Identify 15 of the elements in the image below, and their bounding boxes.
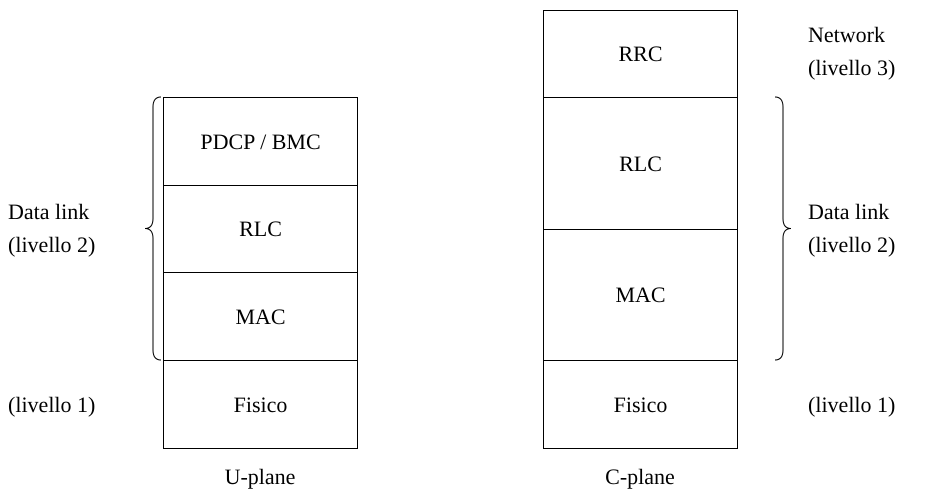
layer-label: (livello 1) xyxy=(808,391,896,419)
layer-label: (livello 1) xyxy=(8,391,96,419)
plane-caption: U-plane xyxy=(224,463,296,491)
layer-label: Data link (livello 2) xyxy=(8,198,96,259)
layer-box: RRC xyxy=(543,10,738,98)
layer-box: PDCP / BMC xyxy=(163,97,358,186)
layer-box: Fisico xyxy=(163,360,358,449)
layer-box: RLC xyxy=(163,185,358,273)
layer-box: Fisico xyxy=(543,360,738,449)
layer-label: Network (livello 3) xyxy=(808,21,896,82)
layer-label: Data link (livello 2) xyxy=(808,198,896,259)
layer-box: MAC xyxy=(163,272,358,361)
layer-box: MAC xyxy=(543,229,738,361)
layer-box: RLC xyxy=(543,97,738,230)
plane-caption: C-plane xyxy=(604,463,676,491)
